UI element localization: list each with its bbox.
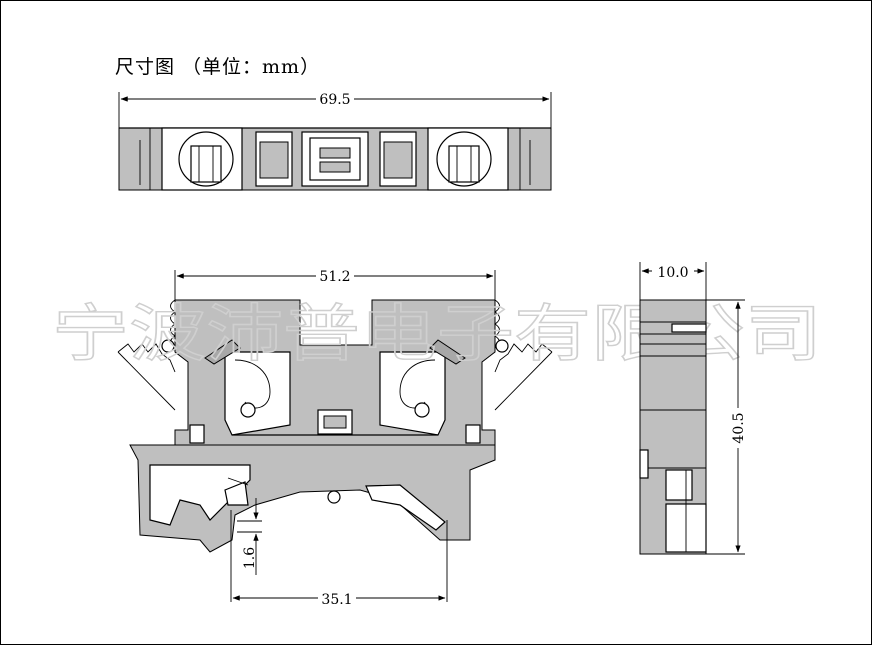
dim-rail-offset: 1.6 <box>242 547 258 569</box>
rail-dimensions: 35.1 1.6 <box>230 498 448 608</box>
drawing-title: 尺寸图 （单位：mm） <box>115 56 321 78</box>
dim-front-width: 51.2 <box>319 269 350 285</box>
side-view: 10.0 40.5 <box>639 262 747 555</box>
dim-side-height: 40.5 <box>731 412 747 443</box>
top-view: 69.5 <box>118 91 552 191</box>
dim-top-width: 69.5 <box>319 92 350 108</box>
dim-rail-width: 35.1 <box>321 592 352 608</box>
dim-side-width: 10.0 <box>657 265 688 281</box>
